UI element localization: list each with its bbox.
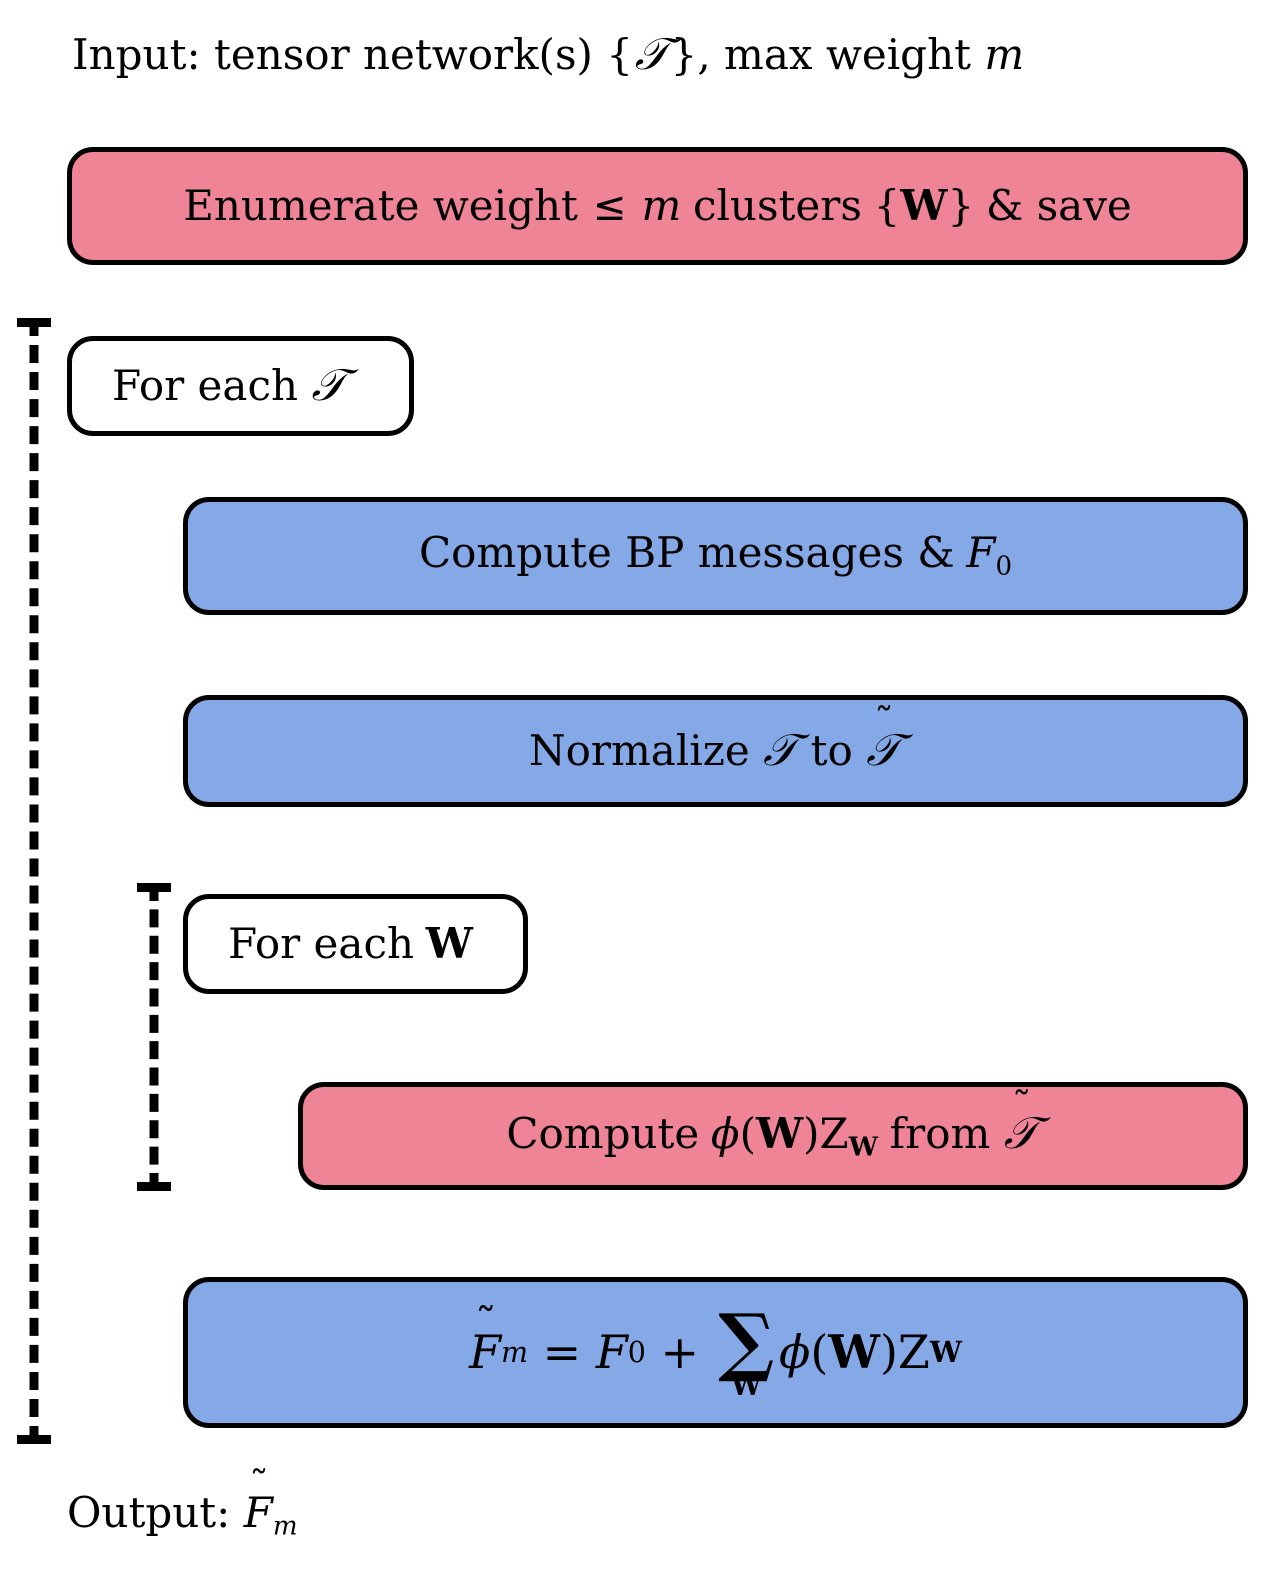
output-label: Output: ˜Fm bbox=[67, 1462, 298, 1542]
node-for-each-cluster[interactable]: For each W bbox=[183, 894, 528, 994]
node-compute-cluster-contribution-label: Compute ϕ(W)ZW from ˜𝒯 bbox=[506, 1083, 1038, 1162]
outer-loop-bracket-stem bbox=[29, 318, 39, 1444]
node-enumerate-clusters-label: Enumerate weight ≤ m clusters {W} & save bbox=[183, 180, 1132, 230]
node-normalize-tensor-network[interactable]: Normalize 𝒯 to ˜𝒯 bbox=[183, 695, 1248, 807]
node-normalize-tensor-network-label: Normalize 𝒯 to ˜𝒯 bbox=[528, 700, 901, 776]
node-for-each-tensor-network[interactable]: For each 𝒯 bbox=[67, 336, 414, 436]
outer-loop-bracket-bottom-cap bbox=[17, 1435, 51, 1444]
node-compute-bp-messages[interactable]: Compute BP messages & F0 bbox=[183, 497, 1248, 615]
outer-loop-bracket bbox=[17, 318, 51, 1444]
node-for-each-tensor-network-label: For each 𝒯 bbox=[112, 359, 346, 411]
input-label: Input: tensor network(s) {𝒯}, max weight… bbox=[72, 29, 1025, 80]
inner-loop-bracket-bottom-cap bbox=[137, 1182, 171, 1191]
node-compute-cluster-contribution[interactable]: Compute ϕ(W)ZW from ˜𝒯 bbox=[298, 1082, 1248, 1190]
node-compute-bp-messages-label: Compute BP messages & F0 bbox=[419, 528, 1012, 582]
node-for-each-cluster-label: For each W bbox=[228, 918, 473, 968]
node-enumerate-clusters[interactable]: Enumerate weight ≤ m clusters {W} & save bbox=[67, 147, 1248, 265]
inner-loop-bracket-stem bbox=[149, 883, 159, 1191]
inner-loop-bracket bbox=[137, 883, 171, 1191]
